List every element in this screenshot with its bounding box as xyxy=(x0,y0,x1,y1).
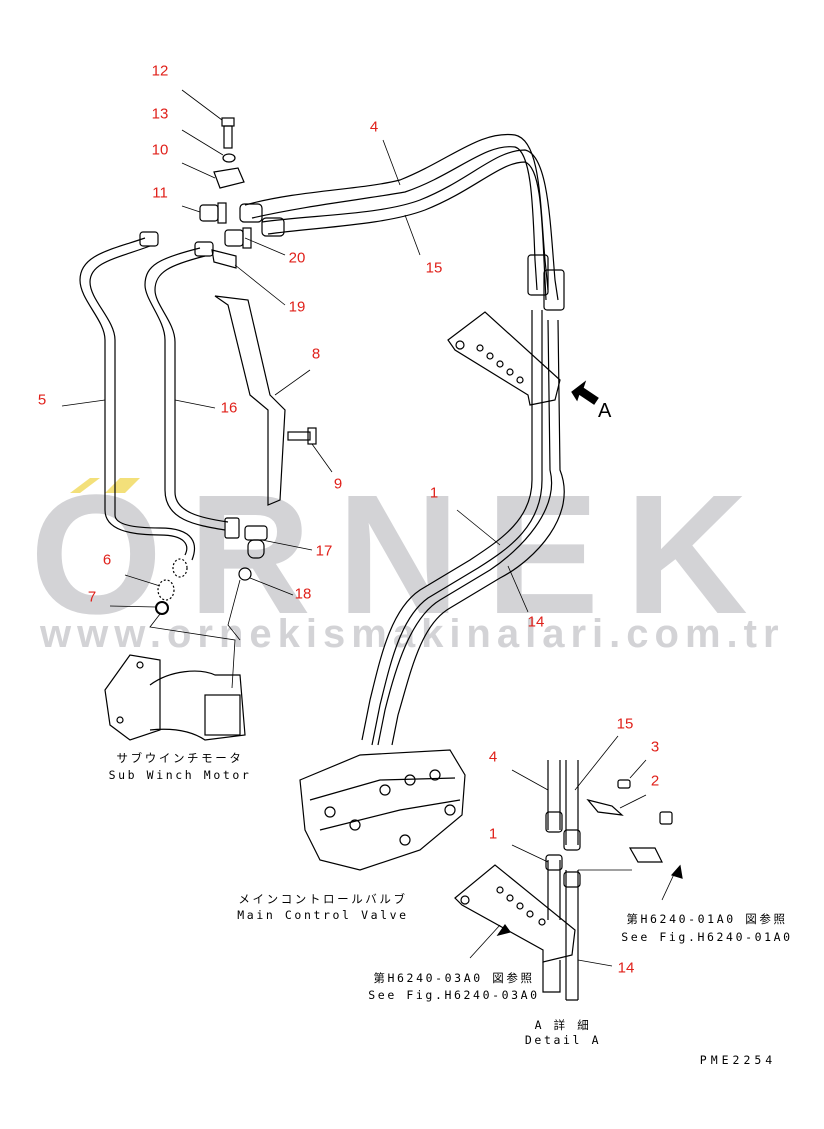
detail-a-view xyxy=(454,760,683,1001)
o-ring-7 xyxy=(155,601,169,615)
caption-main-control-valve-en: Main Control Valve xyxy=(237,908,409,922)
callout-number: 1 xyxy=(488,825,498,843)
adapter-6 xyxy=(157,558,188,601)
hose-end xyxy=(224,517,240,539)
caption-detail-a-jp: A 詳 細 xyxy=(534,1018,592,1032)
callout-number: 17 xyxy=(315,542,333,560)
callout-number: 16 xyxy=(220,399,238,417)
callout-number: 18 xyxy=(294,585,312,603)
caption-main-control-valve-jp: メインコントロールバルブ xyxy=(238,892,408,906)
callout-number: 6 xyxy=(102,551,112,569)
drawing-number: PME2254 xyxy=(699,1053,777,1067)
logo-accent xyxy=(70,478,100,493)
callout-number: 5 xyxy=(37,391,47,409)
main-control-valve xyxy=(299,749,466,871)
view-arrow-icon xyxy=(571,380,599,405)
caption-ref-01-jp: 第H6240-01A0 図参照 xyxy=(626,912,788,926)
caption-detail-a-en: Detail A xyxy=(524,1033,602,1047)
tube-14 xyxy=(377,319,553,746)
callout-number: 4 xyxy=(488,748,498,766)
sub-winch-motor xyxy=(104,654,246,741)
hose-15 xyxy=(261,149,559,301)
clamp-10 xyxy=(213,167,245,189)
callout-number: 10 xyxy=(151,141,169,159)
callout-number: 9 xyxy=(333,475,343,493)
callout-number: 19 xyxy=(288,298,306,316)
hose-end xyxy=(194,241,214,257)
callout-number: 13 xyxy=(151,105,169,123)
bolt-12 xyxy=(221,117,235,149)
view-arrow-label: A xyxy=(598,400,612,422)
o-ring-18 xyxy=(238,567,252,581)
callout-number: 4 xyxy=(369,118,379,136)
caption-ref-03-jp: 第H6240-03A0 図参照 xyxy=(373,971,535,985)
bracket-8 xyxy=(214,295,286,506)
callout-number: 14 xyxy=(527,613,545,631)
hose-16 xyxy=(144,247,226,531)
hose-5 xyxy=(79,237,188,556)
callout-number: 11 xyxy=(152,184,168,202)
callout-number: 15 xyxy=(425,259,443,277)
fitting-11 xyxy=(199,202,227,224)
caption-ref-03-en: See Fig.H6240-03A0 xyxy=(368,988,540,1002)
watermark-logo: ORNEK xyxy=(30,460,774,650)
fitting-20 xyxy=(224,227,252,249)
caption-sub-winch-motor-jp: サブウインチモータ xyxy=(116,751,244,765)
logo-accent xyxy=(105,478,140,493)
callout-number: 15 xyxy=(616,715,634,733)
clamp-19 xyxy=(211,249,237,269)
hose-end xyxy=(139,231,159,247)
callout-number: 12 xyxy=(151,62,169,80)
elbow-17 xyxy=(244,525,268,559)
caption-sub-winch-motor-en: Sub Winch Motor xyxy=(108,768,252,782)
callout-number: 2 xyxy=(650,772,660,790)
callout-number: 1 xyxy=(429,484,439,502)
caption-ref-01-en: See Fig.H6240-01A0 xyxy=(621,930,793,944)
leader-lines xyxy=(61,89,676,967)
callout-number: 14 xyxy=(617,959,635,977)
hose-end xyxy=(261,217,285,237)
hose-end xyxy=(239,203,263,223)
washer-13 xyxy=(222,153,236,163)
callout-number: 8 xyxy=(311,345,321,363)
hose-4 xyxy=(244,133,549,291)
bolt-9 xyxy=(287,427,317,445)
bracket-upper xyxy=(447,311,561,406)
callout-number: 3 xyxy=(650,738,660,756)
hose-end xyxy=(543,269,565,311)
tube-1 xyxy=(361,310,533,741)
hose-end xyxy=(527,254,549,296)
callout-number: 20 xyxy=(288,249,306,267)
callout-number: 7 xyxy=(87,588,97,606)
